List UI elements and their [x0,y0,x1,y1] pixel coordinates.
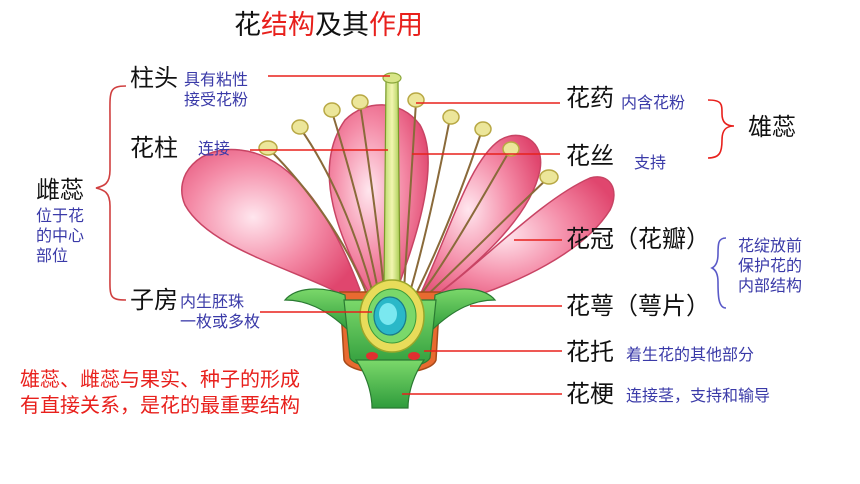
label-pedicel: 花梗 [566,380,614,408]
perianth-brace [710,237,727,309]
stigma-shape [382,72,402,84]
note-filament: 支持 [634,153,667,172]
label-stigma: 柱头 [130,64,178,92]
note-style: 连接 [198,139,231,158]
anthers [258,92,559,185]
style-shape [383,77,401,289]
petal-right [428,176,615,306]
sepal-left [283,288,349,332]
pedicel-shape [354,359,426,409]
note-pedicel: 连接茎，支持和输导 [626,386,771,405]
title-part: 及其 [315,10,369,41]
label-calyx: 花萼（萼片） [566,292,710,320]
label-ovary: 子房 [130,286,178,314]
note-pistil: 位于花的中心部位 [36,206,85,265]
title-part: 作用 [369,10,423,41]
label-corolla: 花冠（花瓣） [566,225,710,253]
sepal-right [431,288,497,332]
label-stamen: 雄蕊 [748,113,796,141]
label-anther: 花药 [566,84,614,112]
label-pistil: 雌蕊 [36,176,84,204]
petal-back [328,104,429,296]
note-stigma: 具有粘性接受花粉 [184,70,249,109]
title-part: 花 [234,10,261,41]
label-filament: 花丝 [566,142,614,170]
conclusion-text: 雄蕊、雌蕊与果实、种子的形成有直接关系，是花的最重要结构 [20,367,300,417]
stamen-brace [707,99,735,159]
petal-back-right [419,134,542,301]
pistil-brace [95,85,127,301]
filaments [267,101,549,299]
note-anther: 内含花粉 [621,93,686,112]
note-perianth: 花绽放前保护花的内部结构 [738,236,803,295]
leader-lines [250,75,562,395]
title-part: 结构 [261,10,315,41]
note-ovary: 内生胚珠一枚或多枚 [180,292,261,331]
note-receptacle: 着生花的其他部分 [626,345,755,364]
label-style: 花柱 [130,134,178,162]
page-title: 花结构及其作用 [234,12,423,39]
label-receptacle: 花托 [566,338,614,366]
